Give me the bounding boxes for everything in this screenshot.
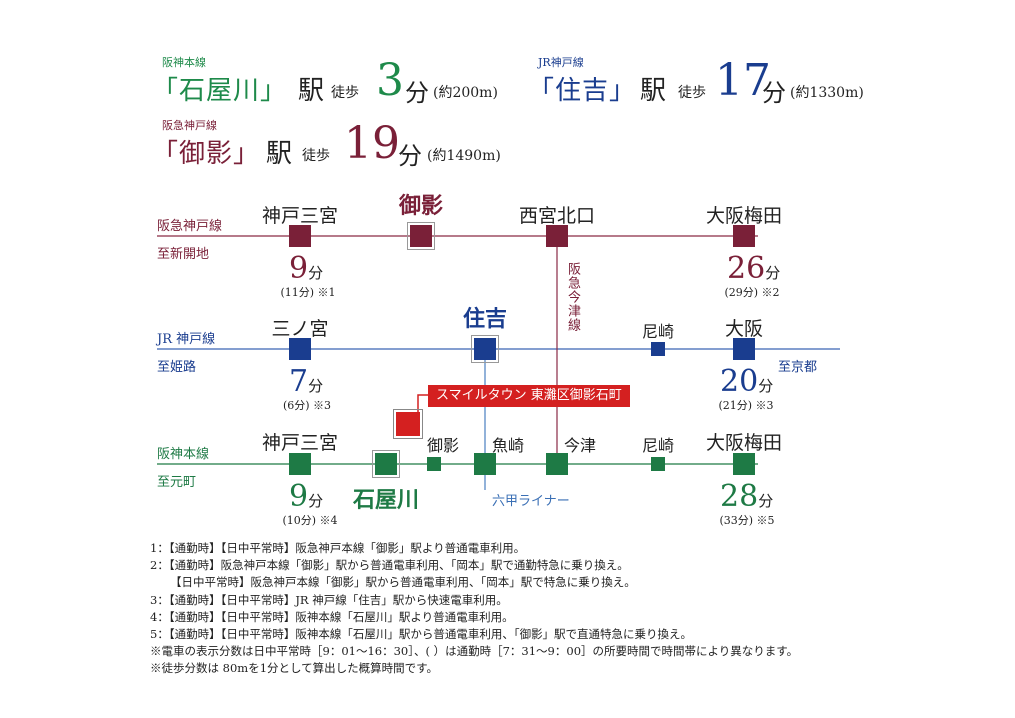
time-note: (10分) ※4 [282, 514, 338, 527]
station-name: 大阪梅田 [705, 205, 783, 227]
time-minutes: 26 [727, 251, 766, 286]
hanshin-line-label: 阪神本線 [157, 447, 210, 462]
station-name: 御影 [426, 436, 460, 455]
fun-label: 分 [405, 79, 429, 107]
station-marker [651, 342, 665, 356]
imazu-line-label: 阪急今津線 [565, 262, 580, 332]
footnote: 2：【通勤時】阪急神戸本線「御影」駅から普通電車利用、「岡本」駅で通勤特急に乗り… [150, 558, 629, 573]
station-marker [546, 453, 568, 475]
station-marker [733, 453, 755, 475]
fun-label: 分 [762, 79, 786, 107]
time-note: (11分) ※1 [280, 286, 336, 299]
walk-minutes: 17 [715, 55, 771, 106]
line-caption-jr: JR神戸線 [538, 56, 584, 69]
home-location-marker [393, 409, 423, 439]
jr-dest-right-label: 至京都 [778, 360, 818, 375]
station-marker [289, 338, 311, 360]
walk-distance: (約1330m) [790, 85, 864, 101]
station-marker [733, 225, 755, 247]
time-minutes: 7 [289, 364, 309, 399]
walk-minutes: 19 [344, 118, 400, 169]
station-marker [733, 338, 755, 360]
station-name-mikage: 御影 [398, 193, 444, 219]
station-marker [651, 457, 665, 471]
station-name: 大阪 [724, 318, 764, 340]
footnote: 4：【通勤時】【日中平常時】阪神本線「石屋川」駅より普通電車利用。 [150, 609, 514, 624]
time-minutes: 9 [289, 479, 309, 514]
time-note: (21分) ※3 [718, 399, 774, 412]
footnote: ※徒歩分数は 80mを1分として算出した概算時間です。 [150, 661, 439, 676]
station-title-ishiyagawa: 「石屋川」 [152, 76, 288, 106]
eki-label: 駅 [298, 76, 325, 106]
time-note: (29分) ※2 [724, 286, 780, 299]
station-marker-sumiyoshi [471, 335, 499, 363]
station-name-ishiyagawa: 石屋川 [352, 487, 420, 513]
hankyu-dest-label: 至新開地 [157, 247, 210, 262]
station-name: 魚崎 [491, 436, 525, 455]
time-minutes: 20 [720, 364, 759, 399]
station-name: 尼崎 [641, 322, 675, 341]
station-name: 西宮北口 [518, 205, 596, 227]
toho-label: 徒歩 [302, 148, 330, 164]
toho-label: 徒歩 [678, 85, 706, 101]
station-name-sumiyoshi: 住吉 [462, 306, 508, 332]
travel-time: 7分 [289, 367, 323, 397]
time-minutes: 9 [289, 251, 309, 286]
travel-time: 28分 [720, 482, 773, 512]
hanshin-dest-label: 至元町 [157, 475, 197, 490]
travel-time: 20分 [720, 367, 773, 397]
time-note: (33分) ※5 [719, 514, 775, 527]
hankyu-line-label: 阪急神戸線 [157, 219, 223, 234]
travel-time: 9分 [289, 254, 323, 284]
station-marker [289, 225, 311, 247]
station-name: 神戸三宮 [261, 205, 339, 227]
line-caption-hankyu: 阪急神戸線 [162, 119, 217, 132]
fun-label: 分 [308, 492, 324, 510]
walk-distance: (約200m) [433, 85, 498, 101]
station-marker-mikage [407, 222, 435, 250]
jr-line-label: JR 神戸線 [157, 332, 216, 347]
eki-label: 駅 [640, 76, 667, 106]
jr-dest-label: 至姫路 [157, 360, 197, 375]
time-minutes: 28 [720, 479, 759, 514]
footnote: 3：【通勤時】【日中平常時】JR 神戸線「住吉」駅から快速電車利用。 [150, 592, 508, 607]
station-name: 大阪梅田 [705, 432, 783, 454]
station-name: 三ノ宮 [271, 318, 329, 340]
walk-distance: (約1490m) [427, 148, 501, 164]
station-name: 今津 [563, 436, 597, 455]
footnotes: 1：【通勤時】【日中平常時】阪急神戸本線「御影」駅より普通電車利用。 2：【通勤… [150, 540, 798, 678]
footnote: 5：【通勤時】【日中平常時】阪神本線「石屋川」駅から普通電車利用、「御影」駅で直… [150, 627, 693, 642]
fun-label: 分 [765, 264, 781, 282]
station-name: 尼崎 [641, 436, 675, 455]
eki-label: 駅 [266, 139, 293, 169]
fun-label: 分 [398, 142, 422, 170]
fun-label: 分 [758, 492, 774, 510]
station-marker [474, 453, 496, 475]
line-caption-hanshin: 阪神本線 [162, 56, 206, 69]
fun-label: 分 [758, 377, 774, 395]
time-note: (6分) ※3 [282, 399, 332, 412]
station-marker [427, 457, 441, 471]
toho-label: 徒歩 [331, 85, 359, 101]
station-name: 神戸三宮 [261, 432, 339, 454]
footnote: 【日中平常時】阪急神戸本線「御影」駅から普通電車利用、「岡本」駅で特急に乗り換え… [170, 575, 636, 590]
footnote: 1：【通勤時】【日中平常時】阪急神戸本線「御影」駅より普通電車利用。 [150, 541, 526, 555]
travel-time: 26分 [727, 254, 780, 284]
walk-minutes: 3 [376, 55, 404, 106]
station-marker-ishiyagawa [372, 450, 400, 478]
fun-label: 分 [308, 264, 324, 282]
footnote: ※電車の表示分数は日中平常時［9：01～16：30］、( ）は通勤時［7：31～… [150, 644, 799, 659]
fun-label: 分 [308, 377, 324, 395]
station-title-mikage: 「御影」 [152, 139, 261, 169]
rokko-liner-label: 六甲ライナー [492, 494, 570, 509]
home-location-callout: スマイルタウン 東灘区御影石町 [428, 385, 630, 407]
station-title-sumiyoshi: 「住吉」 [528, 76, 637, 106]
station-marker [289, 453, 311, 475]
travel-time: 9分 [289, 482, 323, 512]
station-marker [546, 225, 568, 247]
